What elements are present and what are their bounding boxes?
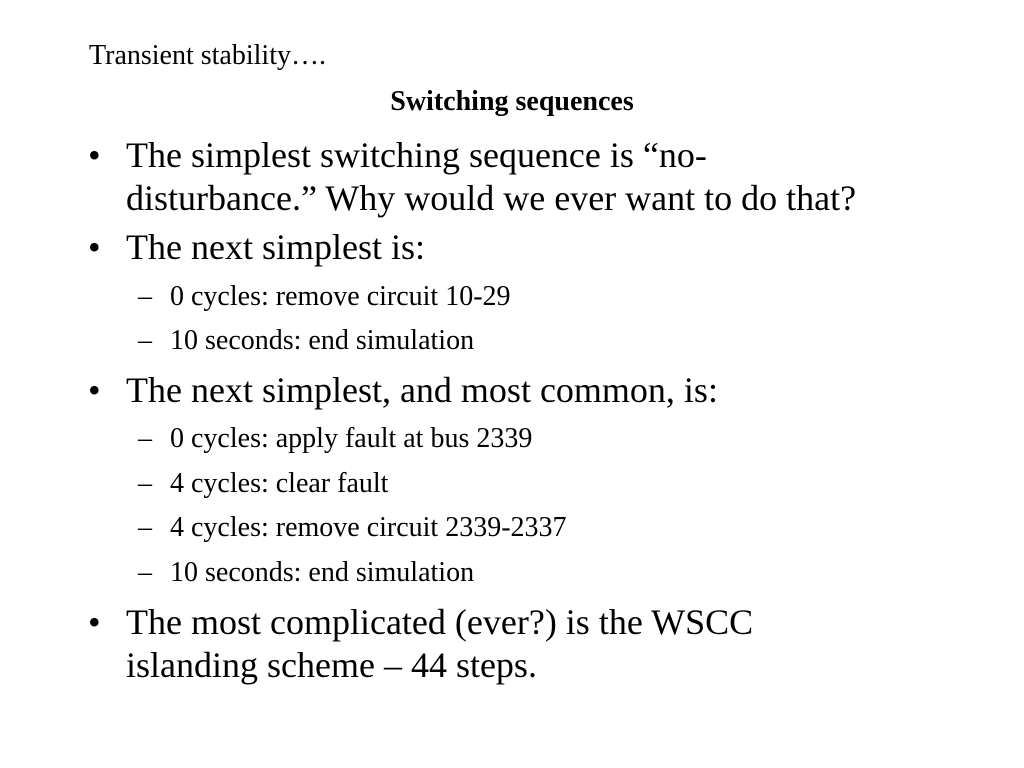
bullet-text: The next simplest is:: [126, 227, 425, 267]
sub-item-text: 4 cycles: remove circuit 2339-2337: [170, 512, 567, 543]
sub-item-marker: –: [138, 325, 152, 356]
sub-item-text: 0 cycles: remove circuit 10-29: [170, 281, 511, 312]
sub-item-marker: –: [138, 557, 152, 588]
sub-item-text: 4 cycles: clear fault: [170, 468, 389, 499]
sub-item-marker: –: [138, 512, 152, 543]
header-title: Transient stability….: [89, 40, 326, 71]
bullet-marker: •: [88, 370, 101, 410]
bullet-marker: •: [88, 227, 101, 267]
bullet-line: islanding scheme – 44 steps.: [126, 645, 537, 685]
slide-title: Switching sequences: [390, 86, 634, 117]
sub-item-marker: –: [138, 468, 152, 499]
sub-item-text: 10 seconds: end simulation: [170, 325, 475, 356]
sub-item-text: 0 cycles: apply fault at bus 2339: [170, 423, 533, 454]
sub-item-marker: –: [138, 281, 152, 312]
bullet-text: The most complicated (ever?) is the WSCC…: [126, 601, 1006, 687]
bullet-text: The next simplest, and most common, is:: [126, 370, 718, 410]
sub-item-marker: –: [138, 423, 152, 454]
bullet-marker: •: [88, 602, 101, 642]
bullet-line: The most complicated (ever?) is the WSCC: [126, 602, 754, 642]
sub-item-text: 10 seconds: end simulation: [170, 557, 475, 588]
bullet-text: The simplest switching sequence is “no- …: [126, 134, 1006, 220]
bullet-marker: •: [88, 135, 101, 175]
bullet-line: The simplest switching sequence is “no-: [126, 135, 707, 175]
bullet-line: disturbance.” Why would we ever want to …: [126, 178, 857, 218]
